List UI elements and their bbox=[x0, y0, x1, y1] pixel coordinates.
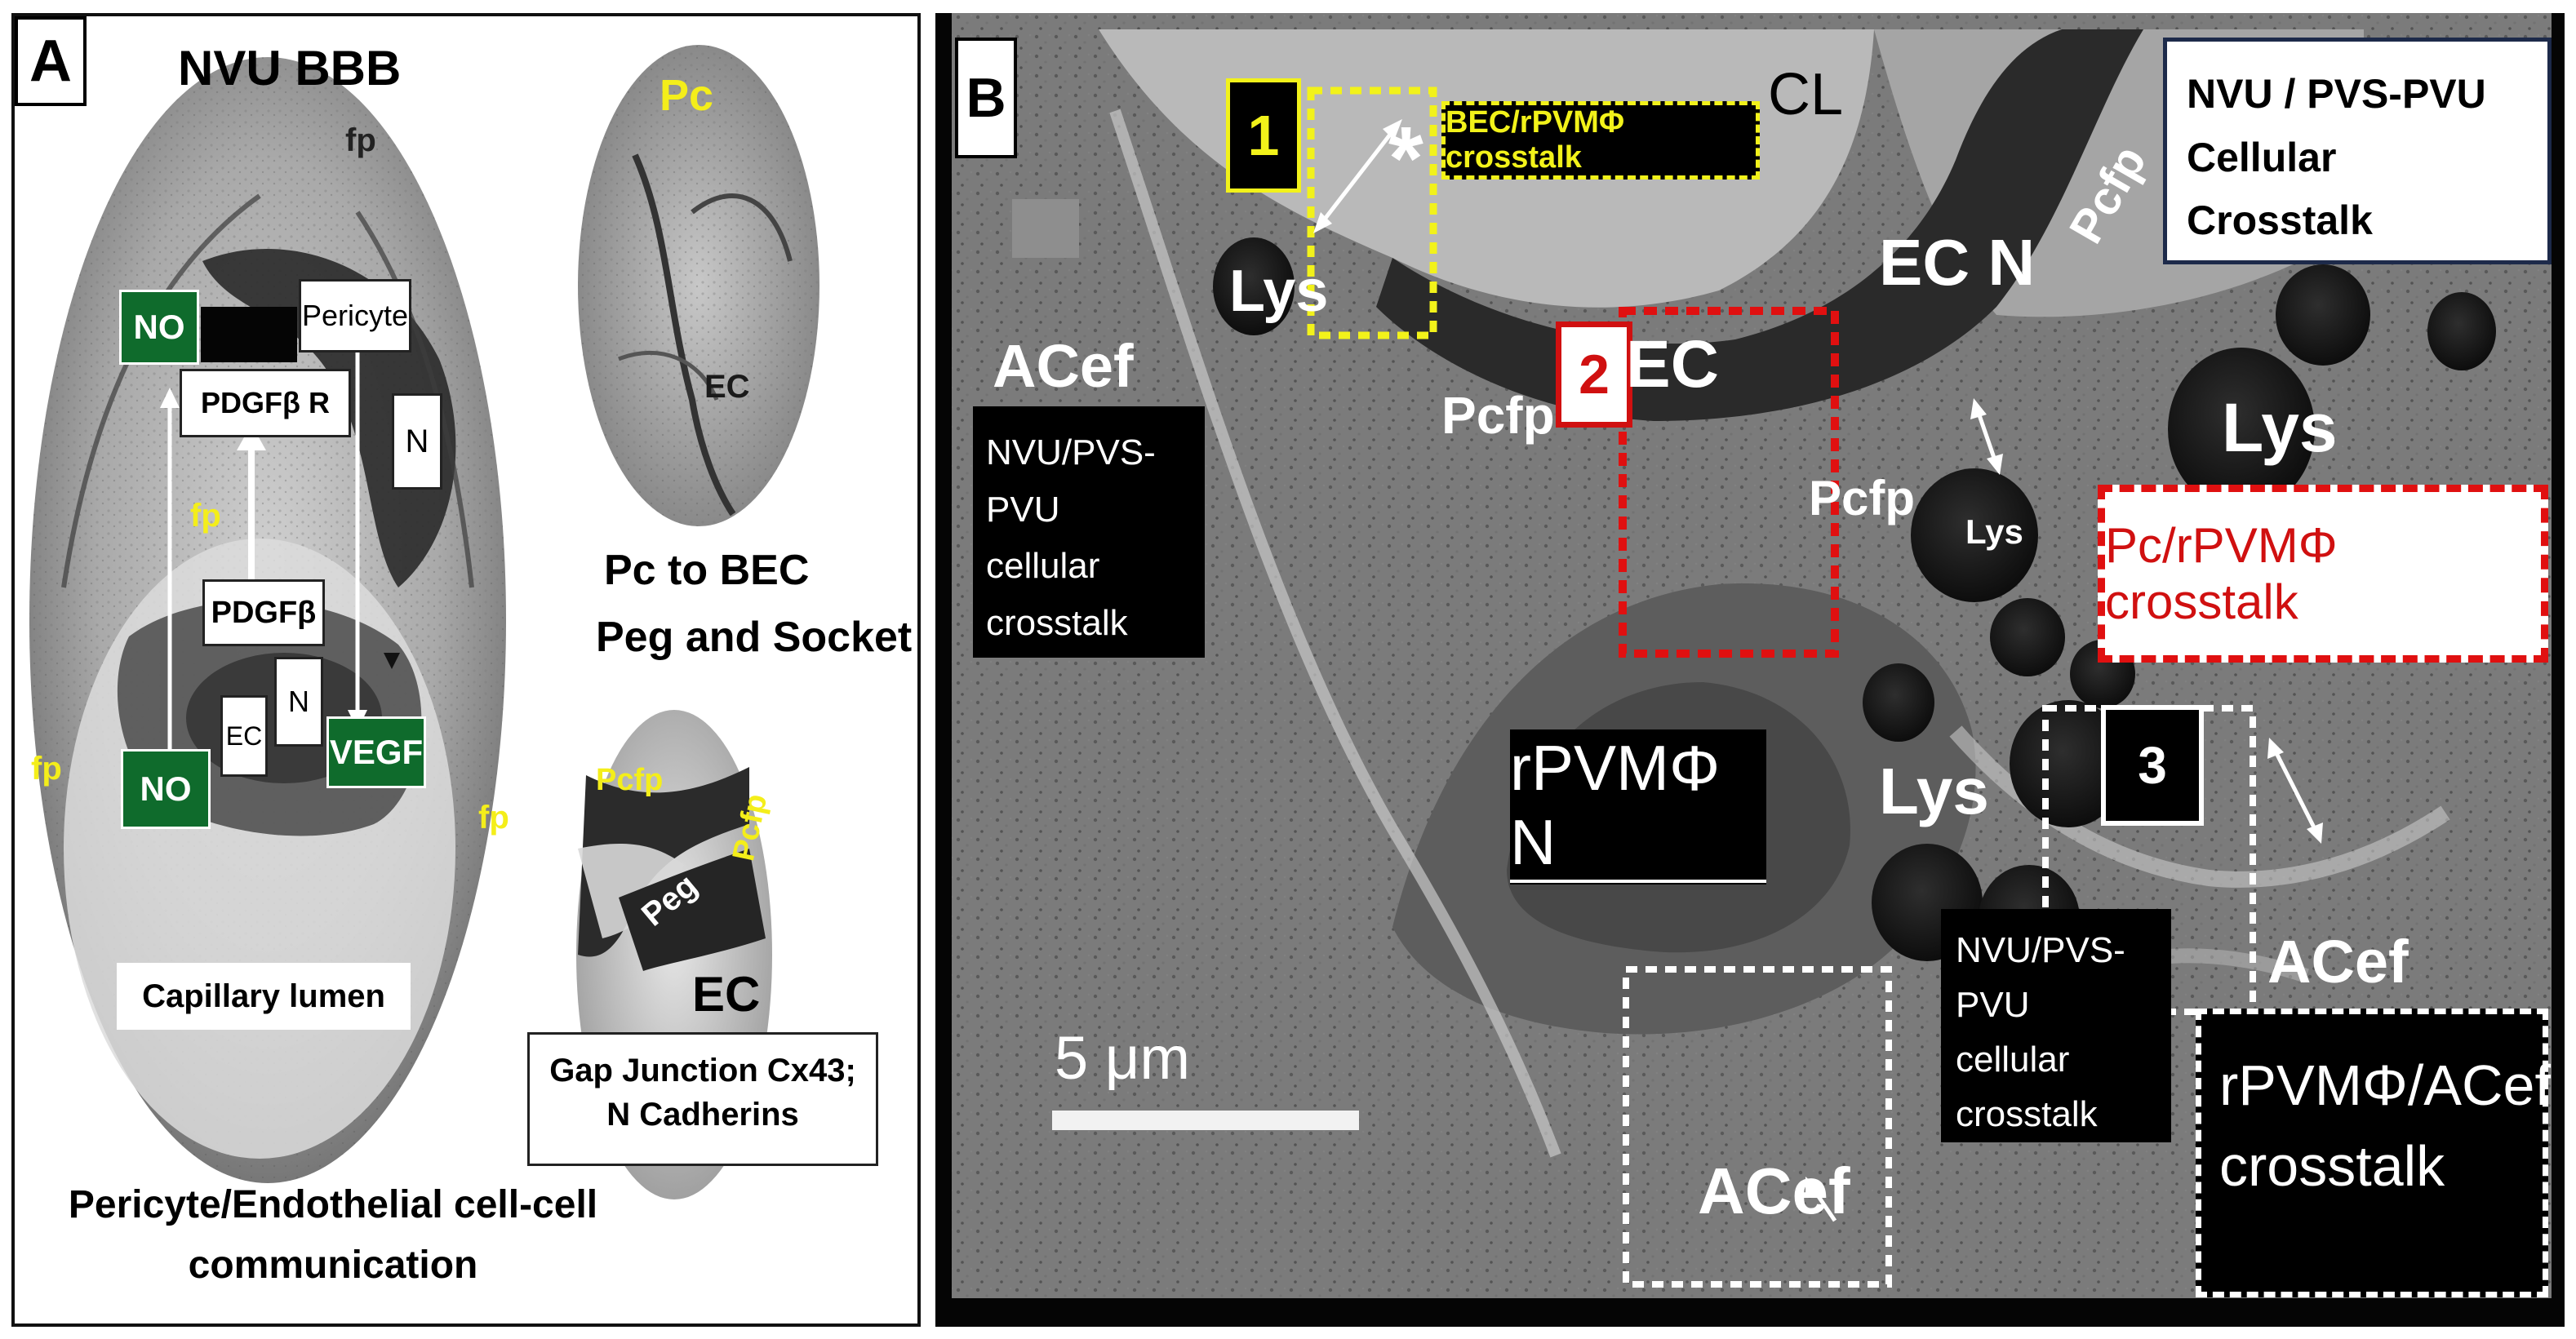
nucleus-label-bottom: N bbox=[274, 657, 323, 747]
gap-junction-line1: Gap Junction Cx43; bbox=[549, 1053, 856, 1088]
box-1-label: BEC/rPVMΦ crosstalk bbox=[1441, 101, 1760, 180]
crosstalk-label-left: NVU/PVS-PVU cellular crosstalk bbox=[973, 406, 1205, 658]
lys-center-label: Lys bbox=[1879, 755, 1989, 827]
crosstalk-center-line2: cellular bbox=[1956, 1039, 2070, 1080]
lysosome-5 bbox=[1863, 663, 1934, 742]
box-3-label: rPVMΦ/ACef crosstalk bbox=[2196, 1009, 2551, 1297]
acef-bottom-label: ACef bbox=[1698, 1155, 1850, 1227]
box-1-number: 1 bbox=[1226, 78, 1301, 193]
nucleus-label-top: N bbox=[392, 393, 442, 490]
crosstalk-header-line2: Cellular Crosstalk bbox=[2187, 134, 2373, 244]
box-3-label-line1: rPVMΦ/ACef bbox=[2219, 1053, 2551, 1117]
pdgfb-label: PDGFβ bbox=[202, 579, 325, 646]
peg-socket-title-line1: Pc to BEC bbox=[604, 547, 810, 594]
capillary-lumen-label: Capillary lumen bbox=[117, 963, 411, 1030]
pericyte-label: Pericyte bbox=[299, 279, 411, 352]
inset-bottom-ec-label: EC bbox=[692, 967, 761, 1022]
inset-pc-label: Pc bbox=[660, 71, 714, 120]
box3-double-arrow bbox=[2273, 750, 2317, 831]
crosstalk-header-box: NVU / PVS-PVU Cellular Crosstalk bbox=[2163, 38, 2552, 264]
lys-top-left-label: Lys bbox=[1229, 259, 1329, 324]
lysosome-2 bbox=[1911, 468, 2038, 602]
acef-right-label: ACef bbox=[2267, 928, 2409, 995]
crosstalk-left-line3: crosstalk bbox=[986, 602, 1128, 643]
box2-double-arrow bbox=[1976, 412, 1997, 461]
inset-ec-label: EC bbox=[704, 369, 750, 405]
gap-junction-label: Gap Junction Cx43; N Cadherins bbox=[527, 1032, 878, 1166]
lys-right-label: Lys bbox=[2222, 389, 2338, 466]
box4-arrow bbox=[1810, 1186, 1837, 1222]
crosstalk-label-center: NVU/PVS-PVU cellular crosstalk bbox=[1941, 909, 2171, 1142]
acef-left-label: ACef bbox=[993, 332, 1134, 400]
gap-junction-line2: N Cadherins bbox=[606, 1097, 799, 1133]
crosstalk-box-4 bbox=[1623, 966, 1892, 1288]
fp-label-far-left: fp bbox=[31, 751, 62, 787]
crosstalk-center-line1: NVU/PVS-PVU bbox=[1956, 930, 2125, 1025]
pcfp-right-label: Pcfp bbox=[1809, 471, 1916, 525]
scale-bar bbox=[1052, 1111, 1359, 1130]
scale-bar-label: 5 μm bbox=[1055, 1024, 1190, 1092]
panel-a-caption: Pericyte/Endothelial cell-cell communica… bbox=[39, 1183, 627, 1288]
pcfp-mid-label: Pcfp bbox=[1441, 386, 1555, 445]
fp-label-top: fp bbox=[345, 122, 376, 158]
crosstalk-box-2 bbox=[1619, 307, 1839, 658]
lysosome-8 bbox=[2276, 264, 2370, 366]
panel-a-caption-line1: Pericyte/Endothelial cell-cell bbox=[68, 1183, 598, 1226]
ec-label: EC bbox=[220, 695, 268, 777]
lysosome-9 bbox=[1990, 598, 2065, 676]
panel-a-title: NVU BBB bbox=[178, 41, 402, 95]
box-2-number: 2 bbox=[1556, 321, 1632, 428]
fp-label-right: fp bbox=[478, 800, 509, 836]
panel-a-letter: A bbox=[15, 16, 87, 106]
lysosome-1 bbox=[1213, 237, 1295, 335]
panel-b: B NVU / PVS-PVU Cellular Crosstalk 1 BEC… bbox=[935, 13, 2565, 1327]
grey-square-marker bbox=[1012, 199, 1079, 258]
inset-pcfp-left-label: Pcfp bbox=[596, 763, 664, 797]
ec-label-b: EC bbox=[1626, 327, 1719, 401]
asterisk-marker: * bbox=[1388, 109, 1423, 209]
crosstalk-left-line1: NVU/PVS-PVU bbox=[986, 432, 1156, 530]
rpvm-nucleus-label: rPVMΦ N bbox=[1510, 729, 1766, 885]
no-label-top: NO bbox=[119, 290, 199, 365]
pdgfb-receptor-label: PDGFβ R bbox=[180, 369, 351, 437]
capillary-lumen-cl-label: CL bbox=[1768, 62, 1844, 127]
rpvm-nucleus-text: rPVMΦ N bbox=[1510, 731, 1766, 883]
peg-socket-title-line2: Peg and Socket bbox=[596, 614, 913, 662]
box-3-number: 3 bbox=[2101, 705, 2204, 826]
crosstalk-box-1 bbox=[1307, 86, 1437, 339]
vegf-label: VEGF bbox=[326, 716, 426, 788]
lysosome-3 bbox=[2168, 348, 2315, 511]
peg-socket-title: Pc to BEC Peg and Socket bbox=[596, 547, 914, 661]
crosstalk-header-line1: NVU / PVS-PVU bbox=[2187, 71, 2486, 117]
crosstalk-left-line2: cellular bbox=[986, 546, 1100, 587]
no-label-bottom: NO bbox=[121, 749, 211, 829]
fp-label-left: fp bbox=[190, 498, 221, 534]
panel-a-caption-line2: communication bbox=[188, 1243, 478, 1287]
crosstalk-center-line3: crosstalk bbox=[1956, 1093, 2098, 1134]
lysosome-4 bbox=[2010, 700, 2127, 827]
box-3-label-line2: crosstalk bbox=[2219, 1134, 2445, 1199]
lysosome-11 bbox=[2427, 292, 2496, 370]
panel-a: A NVU BBB fp fp fp fp NO Pericyte PDGFβ … bbox=[11, 13, 921, 1327]
box1-double-arrow bbox=[1321, 130, 1394, 223]
lys-small-label: Lys bbox=[1965, 512, 2023, 551]
panel-b-letter: B bbox=[955, 38, 1017, 158]
pericyte-dark-block bbox=[201, 307, 297, 362]
ec-nucleus-label: EC N bbox=[1879, 226, 2036, 299]
box-2-label: Pc/rPVMΦ crosstalk bbox=[2098, 485, 2548, 663]
